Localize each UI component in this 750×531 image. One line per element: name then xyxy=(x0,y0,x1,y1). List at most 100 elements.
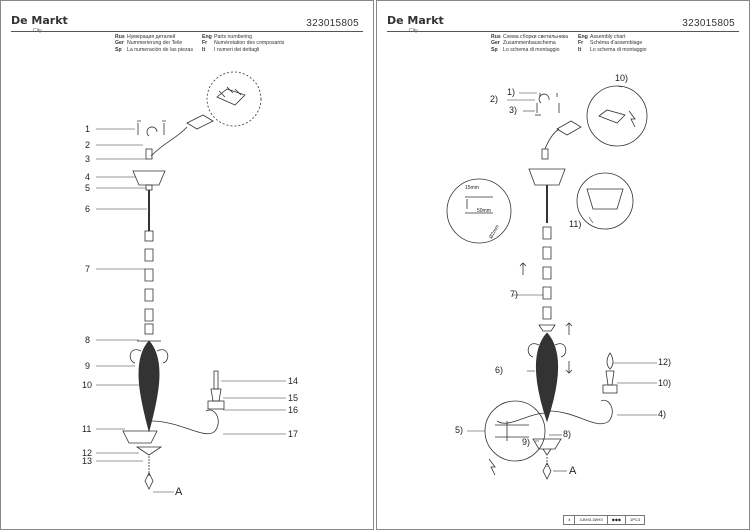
terminal-block-detail xyxy=(598,109,626,124)
canopy-nut xyxy=(145,184,153,191)
part-number-4: 4 xyxy=(85,172,91,182)
wire-connector xyxy=(541,148,549,160)
chain-arrow xyxy=(519,262,527,275)
chain-end xyxy=(144,323,154,335)
lower-bowl xyxy=(122,430,158,444)
terminal-block xyxy=(556,120,582,136)
chain xyxy=(542,226,552,320)
wire-connector xyxy=(145,148,153,160)
callout-8: 8) xyxy=(563,429,572,439)
part-number-10: 10 xyxy=(82,380,93,390)
down-arrow xyxy=(565,361,573,374)
lower-bowl xyxy=(532,438,562,450)
part-number-13: 13 xyxy=(82,456,93,466)
callout-2: 2) xyxy=(490,94,499,104)
bulb-holder xyxy=(210,388,222,402)
power-wire xyxy=(544,128,560,150)
dim-50mm: 50mm xyxy=(477,208,491,214)
arm xyxy=(150,409,219,435)
footer-cell: ◆◆◆ xyxy=(608,516,626,524)
part-number-9: 9 xyxy=(85,361,91,371)
footer-cell: 3-ВНЗ-3ИНЗ xyxy=(575,516,608,524)
end-label-a: A xyxy=(175,486,183,498)
up-arrow xyxy=(565,322,573,335)
footer-cell: 4 xyxy=(564,516,576,524)
brand-name: De Markt xyxy=(387,14,444,27)
bulb xyxy=(606,352,614,370)
part-number-5: 5 xyxy=(85,183,91,193)
central-body xyxy=(535,332,559,423)
bottom-finial xyxy=(542,448,552,456)
central-body xyxy=(138,340,160,433)
dimension-lines xyxy=(465,196,493,214)
candle-sleeve xyxy=(213,370,219,390)
hook xyxy=(538,93,550,104)
hook xyxy=(146,126,158,137)
part-number-1: 1 xyxy=(85,124,91,134)
callout-6: 6) xyxy=(495,365,504,375)
terminal-block-detail xyxy=(216,88,246,106)
chain-link xyxy=(144,230,154,242)
part-number-6: 6 xyxy=(85,204,91,214)
part-number-12: 12 xyxy=(82,448,93,458)
header-rule xyxy=(387,31,739,32)
callout-4: 4) xyxy=(658,409,667,419)
part-number-2: 2 xyxy=(85,140,91,150)
product-code: 323015805 xyxy=(306,18,359,29)
callout-5: 5) xyxy=(455,425,464,435)
part-number-14: 14 xyxy=(288,376,299,386)
callout-10: 10) xyxy=(658,378,672,388)
part-number-15: 15 xyxy=(288,393,299,403)
part-number-16: 16 xyxy=(288,405,299,415)
mounting-screws xyxy=(536,93,560,113)
part-number-8: 8 xyxy=(85,335,91,345)
callout-1: 1) xyxy=(507,87,516,97)
top-cap xyxy=(538,324,556,332)
crystal-drop xyxy=(144,472,154,490)
callout-11: 11) xyxy=(569,219,582,229)
callout-12: 12) xyxy=(658,357,672,367)
terminal-block xyxy=(186,114,214,130)
brand-name: De Markt xyxy=(11,14,68,27)
footer-cell: 1PC3 xyxy=(629,517,640,522)
power-wire xyxy=(150,126,188,157)
callout-10-top: 10) xyxy=(615,73,629,83)
canopy-detail xyxy=(586,188,624,210)
canopy xyxy=(528,168,566,186)
footer-table: 4 3-ВНЗ-3ИНЗ ◆◆◆ 1PC3 xyxy=(563,515,645,525)
ground-symbol-2 xyxy=(488,458,496,476)
callout-7: 7) xyxy=(510,289,519,299)
canopy-detail-circle xyxy=(576,172,634,230)
detail-zoom-circle xyxy=(206,71,262,127)
dim-15mm: 15mm xyxy=(465,185,479,191)
part-number-7: 7 xyxy=(85,264,91,274)
arm-left xyxy=(496,412,548,424)
drip-pan xyxy=(602,384,618,394)
arm-wiring-detail-circle xyxy=(484,400,546,462)
bottom-finial xyxy=(135,446,163,456)
arm-right xyxy=(548,399,613,425)
part-number-3: 3 xyxy=(85,154,91,164)
callout-3: 3) xyxy=(509,105,518,115)
part-number-11: 11 xyxy=(82,424,92,434)
crystal-drop xyxy=(542,462,552,480)
canopy xyxy=(132,170,166,186)
scroll-right xyxy=(156,349,169,364)
parts-drawing xyxy=(96,71,286,493)
end-label-a: A xyxy=(569,465,577,477)
